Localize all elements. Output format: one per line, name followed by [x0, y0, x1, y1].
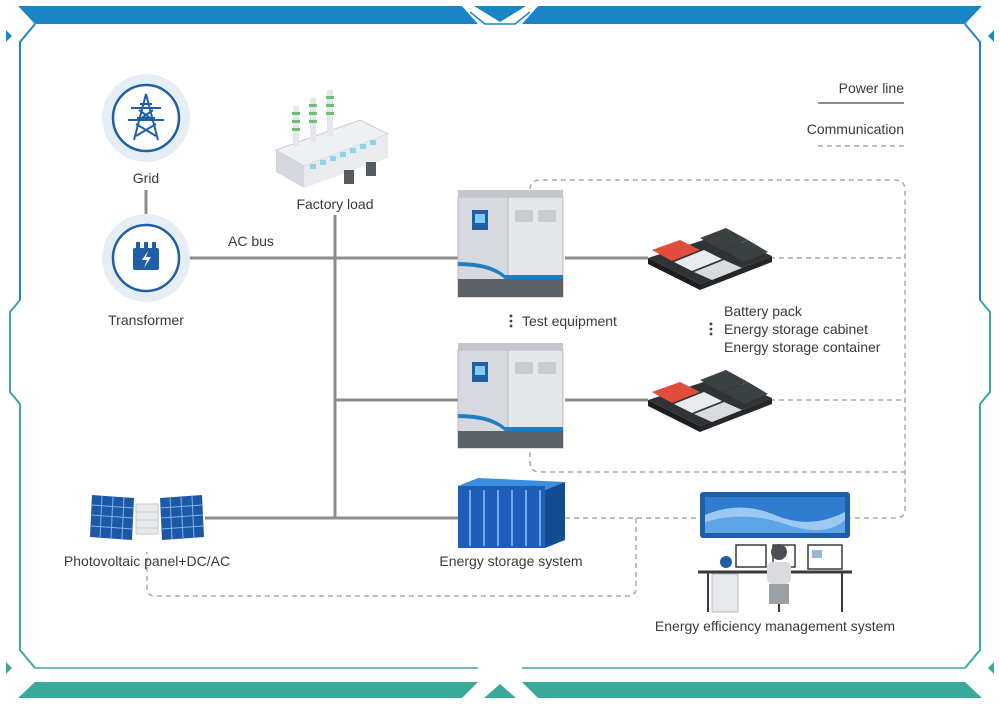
- legend-communication-label: Communication: [807, 121, 904, 137]
- energy-storage-cabinet-label: Energy storage cabinet: [724, 321, 868, 337]
- photovoltaic-label: Photovoltaic panel+DC/AC: [64, 553, 230, 569]
- battery-pack-icon: [648, 370, 772, 432]
- ems-node: Energy efficiency management system: [655, 492, 895, 634]
- communication-lines: [146, 179, 906, 597]
- transformer-node: Transformer: [102, 214, 190, 328]
- energy-storage-system-label: Energy storage system: [439, 553, 582, 569]
- power-tower-icon: [128, 93, 164, 141]
- transformer-label: Transformer: [108, 312, 184, 328]
- battery-types-legend: Battery pack Energy storage cabinet Ener…: [709, 303, 881, 355]
- grid-label: Grid: [133, 170, 159, 186]
- decorative-frame: [6, 6, 994, 698]
- test-equipment-label: Test equipment: [522, 313, 617, 329]
- ems-label: Energy efficiency management system: [655, 618, 895, 634]
- grid-node: Grid: [102, 74, 190, 186]
- storage-container-icon: [458, 478, 565, 548]
- photovoltaic-node: Photovoltaic panel+DC/AC: [64, 495, 230, 569]
- solar-panel-icon: [90, 495, 204, 540]
- battery-pack-icon: [648, 228, 772, 290]
- factory-load-label: Factory load: [296, 196, 373, 212]
- factory-icon: [274, 90, 390, 188]
- test-equipment-bottom: [457, 343, 564, 449]
- battery-pack-bottom: [648, 370, 772, 432]
- ac-bus-label: AC bus: [228, 233, 274, 249]
- test-equipment-legend: Test equipment: [509, 313, 617, 329]
- line-legend: Power line Communication: [807, 80, 905, 147]
- transformer-icon: [133, 242, 159, 270]
- test-equipment-icon: [457, 190, 564, 298]
- battery-pack-label: Battery pack: [724, 303, 803, 319]
- power-lines: [144, 190, 648, 520]
- test-equipment-icon: [457, 343, 564, 449]
- legend-power-line-label: Power line: [839, 80, 905, 96]
- factory-node: Factory load: [274, 90, 390, 212]
- energy-storage-container-label: Energy storage container: [724, 339, 881, 355]
- test-equipment-top: [457, 190, 564, 298]
- battery-pack-top: [648, 228, 772, 290]
- energy-storage-node: Energy storage system: [439, 478, 583, 569]
- operator-workstation-icon: [698, 492, 852, 613]
